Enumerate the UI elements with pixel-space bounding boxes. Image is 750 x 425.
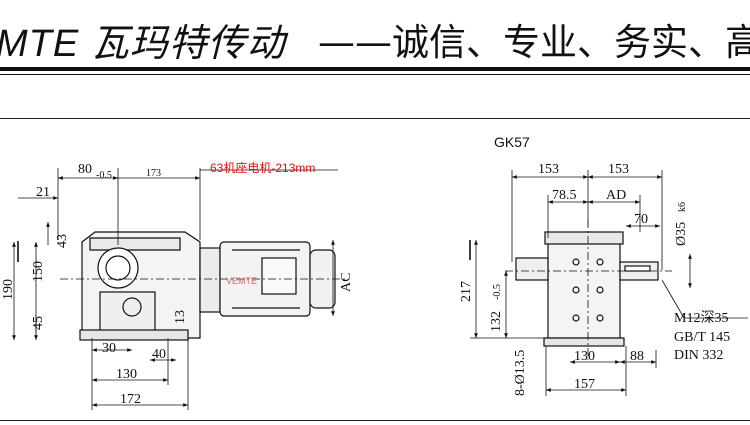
dim-70: 70 xyxy=(634,212,648,227)
shaft-key xyxy=(624,265,651,272)
watermark: VEMTE xyxy=(226,276,257,286)
dim-45: 45 xyxy=(31,316,46,330)
dim-132: 132 xyxy=(489,311,504,332)
model-label: GK57 xyxy=(494,134,530,150)
left-view-labels: 80 -0.5 173 63机座电机-213mm 21 43 190 150 4… xyxy=(1,160,354,407)
motor-frame-note: 63机座电机-213mm xyxy=(210,160,315,175)
header-banner: MTE 瓦玛特传动 ——诚信、专业、务实、高 xyxy=(0,0,750,66)
dim-40: 40 xyxy=(152,347,166,362)
header-rule-thin xyxy=(0,74,750,75)
dim-78-5: 78.5 xyxy=(552,188,577,203)
dim-80: 80 xyxy=(78,162,92,177)
note-gbt: GB/T 145 xyxy=(674,330,730,345)
gearbox-front-top xyxy=(544,231,624,245)
terminal-box xyxy=(261,257,297,295)
dim-80-tolerance: -0.5 xyxy=(96,170,112,181)
dim-153-left: 153 xyxy=(538,162,559,177)
note-m12: M12深35 xyxy=(674,310,728,326)
gearbox-top-flange xyxy=(89,237,181,251)
dim-21: 21 xyxy=(36,185,50,200)
gearbox-lower-housing xyxy=(99,291,156,333)
drawing-frame-bottom xyxy=(0,420,750,421)
dim-150: 150 xyxy=(31,261,46,282)
left-view-dimensions xyxy=(12,168,338,410)
dim-ac: AC xyxy=(339,273,354,292)
dim-30: 30 xyxy=(102,341,116,356)
gearbox-foot xyxy=(79,329,189,341)
dim-217: 217 xyxy=(459,281,474,302)
dim-88: 88 xyxy=(630,349,644,364)
dim-ad: AD xyxy=(606,188,626,203)
dim-130-right: 130 xyxy=(574,349,595,364)
right-view-labels: GK57 153 153 78.5 AD 70 Ø35 k6 217 132 -… xyxy=(459,134,730,396)
dim-172: 172 xyxy=(120,392,141,407)
dim-shaft-tolerance: k6 xyxy=(677,202,688,212)
gearbox-front-foot xyxy=(543,337,625,347)
dim-43: 43 xyxy=(55,234,70,248)
dim-157: 157 xyxy=(574,377,595,392)
dim-holes: 8-Ø13.5 xyxy=(513,350,528,396)
brand-title: MTE 瓦玛特传动 xyxy=(0,23,286,65)
gearbox-front-body xyxy=(547,237,621,339)
dim-132-tolerance: -0.5 xyxy=(492,284,503,300)
brand-slogan: ——诚信、专业、务实、高 xyxy=(318,21,750,64)
dim-13: 13 xyxy=(173,310,188,324)
dim-173: 173 xyxy=(146,168,161,179)
drawing-frame-top xyxy=(0,118,750,119)
dim-shaft: Ø35 xyxy=(674,222,689,246)
right-view xyxy=(469,220,672,360)
input-stub xyxy=(515,257,549,281)
dim-190: 190 xyxy=(1,279,16,300)
dim-130-left: 130 xyxy=(116,367,137,382)
right-view-dimensions xyxy=(470,170,748,396)
header-rule-thick xyxy=(0,67,750,71)
note-din: DIN 332 xyxy=(674,348,723,363)
motor-adapter xyxy=(199,247,221,313)
dim-153-right: 153 xyxy=(608,162,629,177)
left-view xyxy=(17,231,345,341)
